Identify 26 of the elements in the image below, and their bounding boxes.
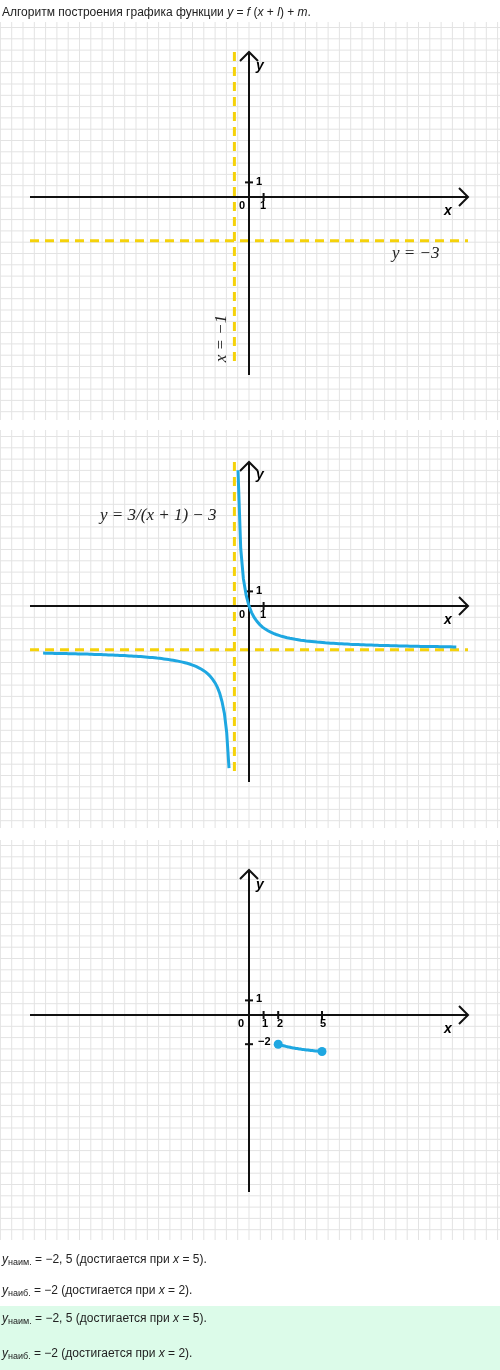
answer-text: y$_{наиб.}$ = −2 (достигается при x = 2). [0, 1347, 193, 1359]
origin-label: 0 [239, 609, 246, 620]
axis-label: x [444, 203, 452, 217]
answer-text: y$_{наим.}$ = −2, 5 (достигается при x = 5). [0, 1312, 207, 1324]
tick-label: 5 [320, 1018, 327, 1029]
tick-label: 1 [256, 993, 263, 1004]
axis-label: x [444, 612, 452, 626]
axis-label: x [444, 1021, 452, 1035]
axis-label: y [256, 467, 264, 481]
title: Алгоритм построения графика функции y = f (x + l) + m. [2, 4, 311, 21]
axis-label: y [256, 58, 264, 72]
tick-label: 1 [256, 176, 263, 187]
axis-label: y [256, 877, 264, 891]
function-equation: y = 3/(x + 1) − 3 [100, 506, 217, 523]
asymptote-equation: y = −3 [392, 244, 440, 261]
tick-label: 1 [262, 1018, 269, 1029]
origin-label: 0 [239, 200, 246, 211]
asymptote-equation: x = −1 [212, 314, 230, 363]
tick-label: 1 [260, 609, 267, 620]
answer-text: y$_{наим.}$ = −2, 5 (достигается при x = 5). [0, 1253, 207, 1265]
tick-label: 1 [256, 585, 263, 596]
origin-label: 0 [238, 1018, 245, 1029]
answer-text: y$_{наиб.}$ = −2 (достигается при x = 2). [0, 1284, 193, 1296]
tick-label: 1 [260, 200, 267, 211]
tick-label: 2 [277, 1018, 284, 1029]
tick-label: −2 [258, 1036, 271, 1047]
